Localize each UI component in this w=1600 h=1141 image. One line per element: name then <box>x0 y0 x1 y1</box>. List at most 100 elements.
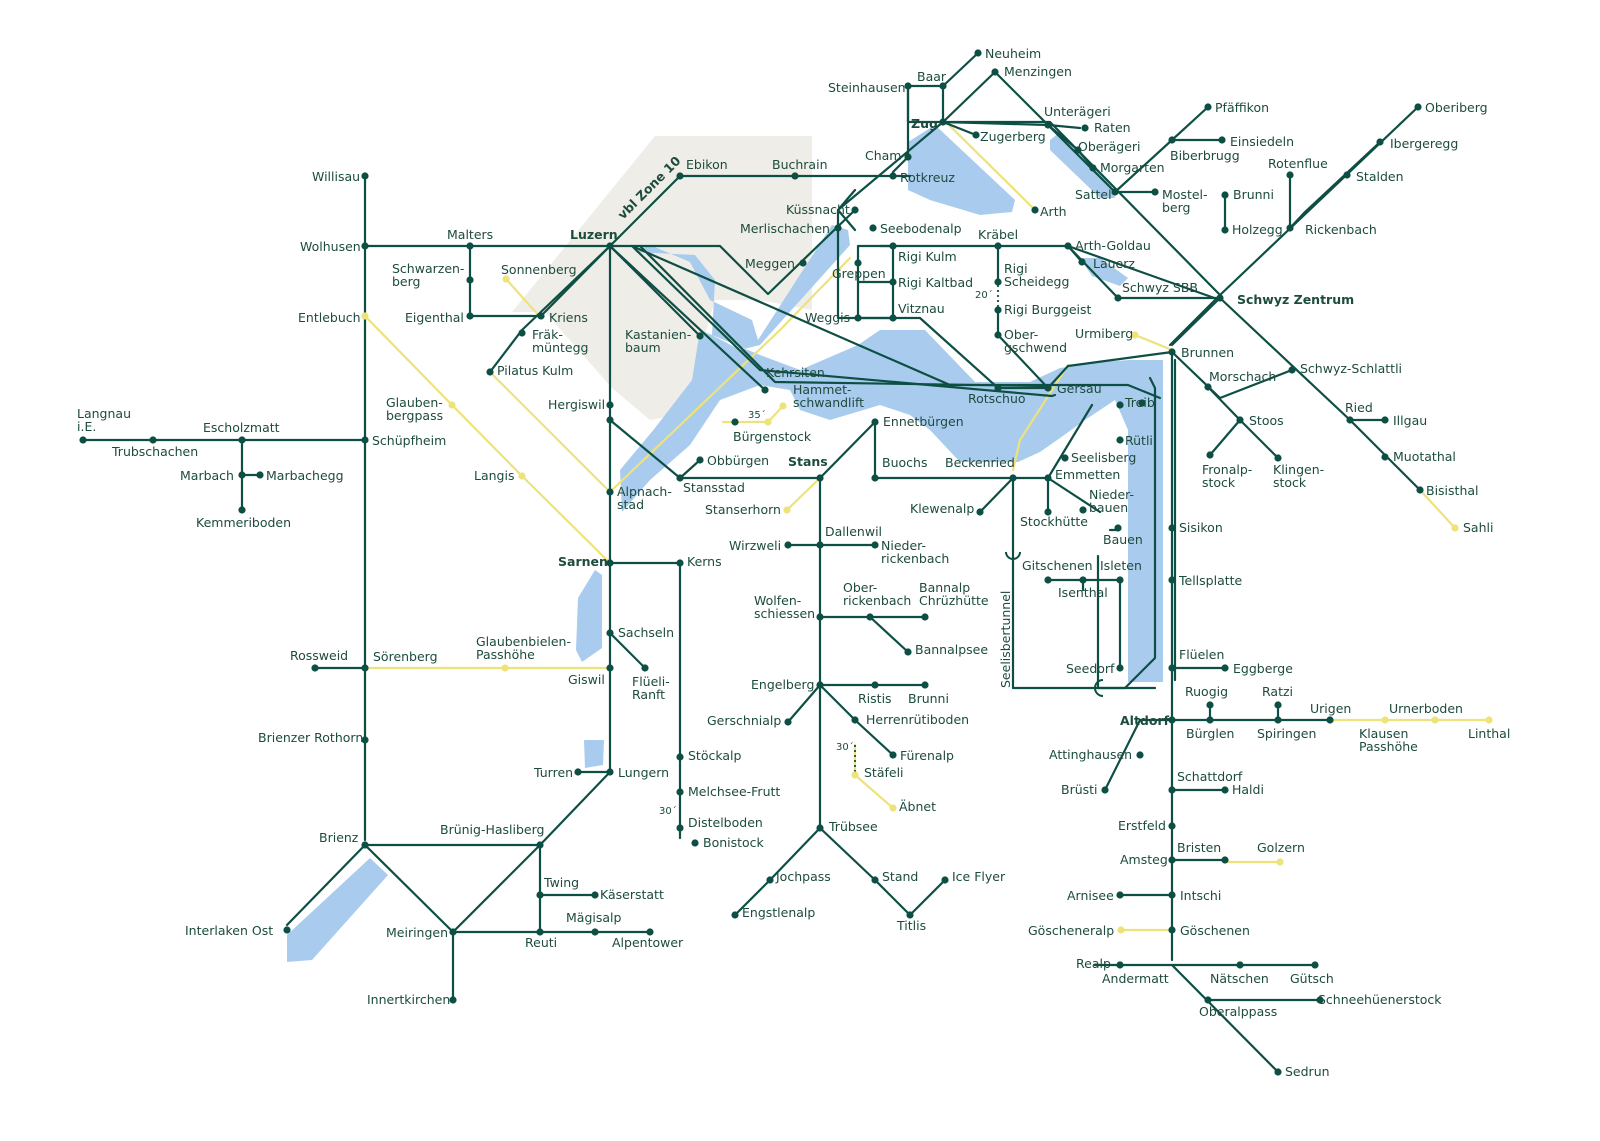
station-goschenen: Göschenen <box>1180 923 1250 938</box>
station-amsteg: Amsteg <box>1120 852 1168 867</box>
station-stand: Stand <box>882 869 918 884</box>
station-schwyzschlattli: Schwyz-Schlattli <box>1300 361 1402 376</box>
station-kriens: Kriens <box>549 310 588 325</box>
station-rickenbach: Rickenbach <box>1305 222 1377 237</box>
station-stoos: Stoos <box>1249 413 1284 428</box>
station-lungern: Lungern <box>618 765 669 780</box>
station-bisisthal: Bisisthal <box>1426 483 1479 498</box>
station-niederbauen: Nieder-bauen <box>1089 487 1134 515</box>
station-ried: Ried <box>1345 400 1373 415</box>
station-eigenthal: Eigenthal <box>405 310 464 325</box>
station-gersau: Gersau <box>1057 381 1102 396</box>
station-arth: Arth <box>1040 204 1067 219</box>
station-klewenalp: Klewenalp <box>910 501 974 516</box>
station-cham: Cham <box>865 148 902 163</box>
station-sattel: Sattel <box>1075 187 1112 202</box>
station-sonnenberg: Sonnenberg <box>501 262 577 277</box>
station-merlischachen: Merlischachen <box>740 221 830 236</box>
station-klingenstock: Klingen-stock <box>1273 462 1324 490</box>
station-tellsplatte: Tellsplatte <box>1178 573 1243 588</box>
station-urmiberg: Urmiberg <box>1075 326 1133 341</box>
station-biberbrugg: Biberbrugg <box>1170 148 1240 163</box>
station-niederrickenbach: Nieder-rickenbach <box>881 538 949 566</box>
station-bristen: Bristen <box>1177 840 1221 855</box>
station-jochpass: Jochpass <box>775 869 831 884</box>
station-rotkreuz: Rotkreuz <box>900 170 955 185</box>
station-spiringen: Spiringen <box>1257 726 1316 741</box>
station-gitschenen: Gitschenen <box>1022 558 1093 573</box>
station-alpnachstad: Alpnach-stad <box>617 484 672 512</box>
station-kaserstatt: Käserstatt <box>600 887 664 902</box>
station-lauerz: Lauerz <box>1093 256 1135 271</box>
station-ibergeregg: Ibergeregg <box>1390 136 1458 151</box>
station-stanserhorn: Stanserhorn <box>705 502 781 517</box>
station-escholzmatt: Escholzmatt <box>203 420 280 435</box>
station-rotschuo: Rotschuo <box>968 391 1026 406</box>
station-oberiberg: Oberiberg <box>1425 100 1488 115</box>
station-titlis: Titlis <box>896 918 926 933</box>
lake-lucerne <box>620 225 1163 682</box>
station-andermatt: Andermatt <box>1102 971 1169 986</box>
station-oberrickenbach: Ober-rickenbach <box>843 580 911 608</box>
station-unterageri: Unterägeri <box>1044 104 1111 119</box>
station-bonistock: Bonistock <box>703 835 765 850</box>
station-schattdorf: Schattdorf <box>1177 769 1243 784</box>
lake-lungern <box>584 740 604 768</box>
station-schwyzzentrum: Schwyz Zentrum <box>1237 292 1354 307</box>
station-meiringen: Meiringen <box>386 925 448 940</box>
station-fronalpstock: Fronalp-stock <box>1202 462 1252 490</box>
lake-lauerz <box>1080 258 1128 286</box>
station-glaubenbergpass: Glauben-bergpass <box>386 395 443 423</box>
station-rutli: Rütli <box>1125 433 1153 448</box>
station-menzingen: Menzingen <box>1004 64 1072 79</box>
station-trubschachen: Trubschachen <box>111 444 198 459</box>
station-frakmuntegg: Fräk-müntegg <box>532 327 588 355</box>
station-altdorf: Altdorf <box>1120 713 1170 728</box>
station-morschach: Morschach <box>1209 369 1276 384</box>
station-krabel: Kräbel <box>978 227 1018 242</box>
vbl-zone-10-area <box>512 136 812 420</box>
station-muotathal: Muotathal <box>1393 449 1456 464</box>
station-ruogig: Ruogig <box>1185 684 1228 699</box>
station-seebodenalp: Seebodenalp <box>880 221 962 236</box>
station-schneehuenerstock: Schneehüenerstock <box>1318 992 1442 1007</box>
station-vitznau: Vitznau <box>898 301 945 316</box>
station-rigiburggeist: Rigi Burggeist <box>1004 302 1092 317</box>
station-gerschnialp: Gerschnialp <box>707 713 781 728</box>
lake-sarnen <box>576 570 602 662</box>
station-burgenstock: Bürgenstock <box>733 429 812 444</box>
station-innertkirchen: Innertkirchen <box>367 992 450 1007</box>
station-sahli: Sahli <box>1463 520 1493 535</box>
station-holzegg: Holzegg <box>1232 222 1283 237</box>
station-labels: Neuheim Baar Menzingen Steinhausen Zug U… <box>77 46 1510 1079</box>
station-beckenried: Beckenried <box>945 455 1015 470</box>
station-treib: Treib <box>1124 395 1155 410</box>
station-wolfenschiessen: Wolfen-schiessen <box>754 593 815 621</box>
station-meggen: Meggen <box>745 256 795 271</box>
station-fluelen: Flüelen <box>1179 647 1224 662</box>
station-bannalpsee: Bannalpsee <box>915 642 988 657</box>
station-kussnacht: Küssnacht <box>786 202 850 217</box>
headway-rigi: 20´ <box>975 289 993 301</box>
station-herrenrutiboden: Herrenrütiboden <box>866 712 969 727</box>
station-luzern: Luzern <box>570 227 618 242</box>
station-baar: Baar <box>917 69 947 84</box>
station-brienzerrothorn: Brienzer Rothorn <box>258 730 363 745</box>
station-malters: Malters <box>447 227 493 242</box>
station-schwarzenberg: Schwarzen-berg <box>392 261 464 289</box>
tunnel-markers <box>1005 551 1104 697</box>
station-sachseln: Sachseln <box>618 625 674 640</box>
station-buchrain: Buchrain <box>772 157 828 172</box>
station-giswil: Giswil <box>568 672 605 687</box>
station-dots <box>79 49 1424 1076</box>
station-goscheneralp: Göscheneralp <box>1028 923 1114 938</box>
station-reuti: Reuti <box>525 935 557 950</box>
station-sorenberg: Sörenberg <box>373 649 438 664</box>
station-ebikon: Ebikon <box>686 157 728 172</box>
station-stockalp: Stöckalp <box>688 748 742 763</box>
station-einsiedeln: Einsiedeln <box>1230 134 1294 149</box>
station-urnerboden: Urnerboden <box>1389 701 1463 716</box>
station-emmetten: Emmetten <box>1055 467 1120 482</box>
headway-melchsee: 30´ <box>659 805 677 817</box>
station-steinhausen: Steinhausen <box>828 80 906 95</box>
